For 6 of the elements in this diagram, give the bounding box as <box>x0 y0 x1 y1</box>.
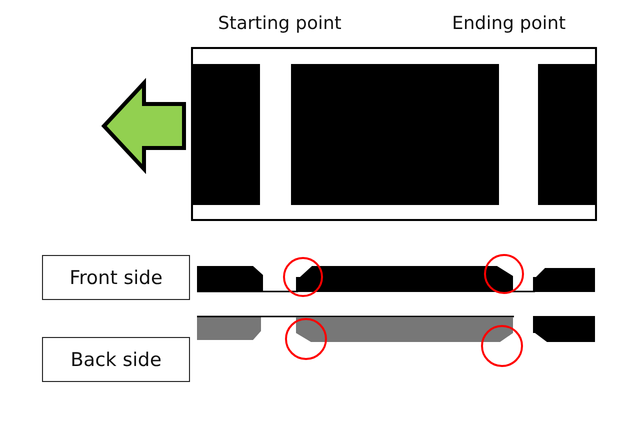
position-label: Ending point <box>452 13 566 34</box>
side-label-box <box>42 337 190 382</box>
side-label-box <box>42 255 190 300</box>
position-label: Starting point <box>218 13 342 34</box>
side-label: Front side <box>69 266 163 288</box>
side-label: Back side <box>70 348 162 370</box>
